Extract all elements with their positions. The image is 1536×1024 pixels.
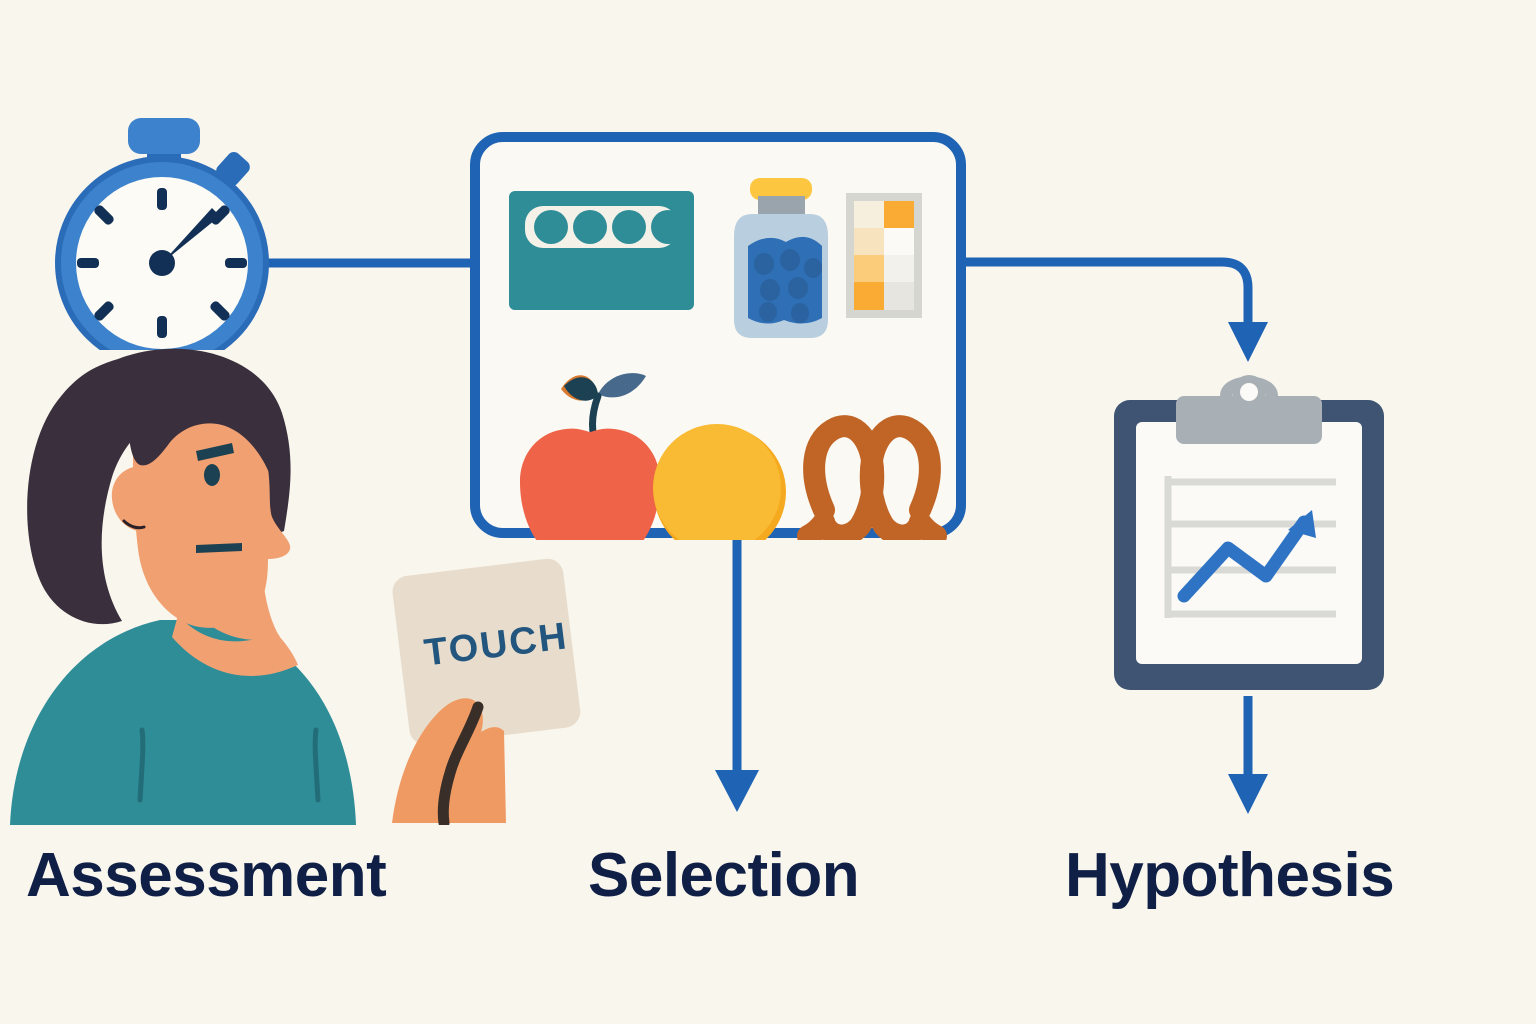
person-facial-features bbox=[196, 443, 242, 553]
hand-icon bbox=[392, 698, 483, 823]
person-shirt-folds bbox=[137, 727, 321, 803]
clinician-figure bbox=[10, 348, 356, 825]
person-ear bbox=[111, 466, 150, 532]
person-shirt-vneck bbox=[172, 615, 298, 676]
stopwatch-hand-hub bbox=[149, 250, 175, 276]
orange-icon[interactable] bbox=[653, 424, 786, 540]
stimulus-panel[interactable] bbox=[468, 130, 968, 540]
thumb-crease bbox=[437, 701, 484, 825]
person-hair-fringe bbox=[128, 385, 272, 475]
pill-tray-icon[interactable] bbox=[509, 191, 694, 310]
apple-icon[interactable] bbox=[520, 373, 660, 540]
clipboard-clip[interactable] bbox=[1176, 375, 1322, 444]
color-swatch-icon[interactable] bbox=[846, 193, 922, 318]
arrowhead-to-clipboard bbox=[1228, 322, 1268, 362]
person-shirt bbox=[10, 620, 356, 825]
stopwatch-hand bbox=[162, 208, 220, 263]
connector-panel-to-clipboard bbox=[955, 257, 1253, 330]
arrowhead-to-hypothesis bbox=[1228, 774, 1268, 814]
hand-wrist bbox=[443, 727, 506, 823]
stage-label-hypothesis: Hypothesis bbox=[1065, 841, 1395, 910]
person-eyebrow bbox=[292, 603, 320, 607]
trend-line-chart bbox=[1177, 510, 1316, 603]
stage-label-selection: Selection bbox=[588, 841, 860, 910]
person-face bbox=[132, 396, 291, 628]
stopwatch-ring-inner-edge bbox=[55, 156, 269, 350]
stimulus-card-group[interactable] bbox=[370, 555, 600, 825]
stopwatch-crown-button bbox=[128, 118, 200, 154]
person-ear-detail bbox=[122, 519, 146, 530]
berry-jar-icon[interactable] bbox=[734, 178, 828, 338]
stimulus-card[interactable] bbox=[391, 557, 582, 747]
clipboard-icon[interactable] bbox=[1108, 372, 1390, 697]
stopwatch-icon bbox=[55, 118, 269, 350]
pretzel-icon[interactable] bbox=[797, 415, 947, 540]
arrowhead-to-selection bbox=[715, 770, 759, 812]
stage-label-assessment: Assessment bbox=[26, 841, 387, 910]
